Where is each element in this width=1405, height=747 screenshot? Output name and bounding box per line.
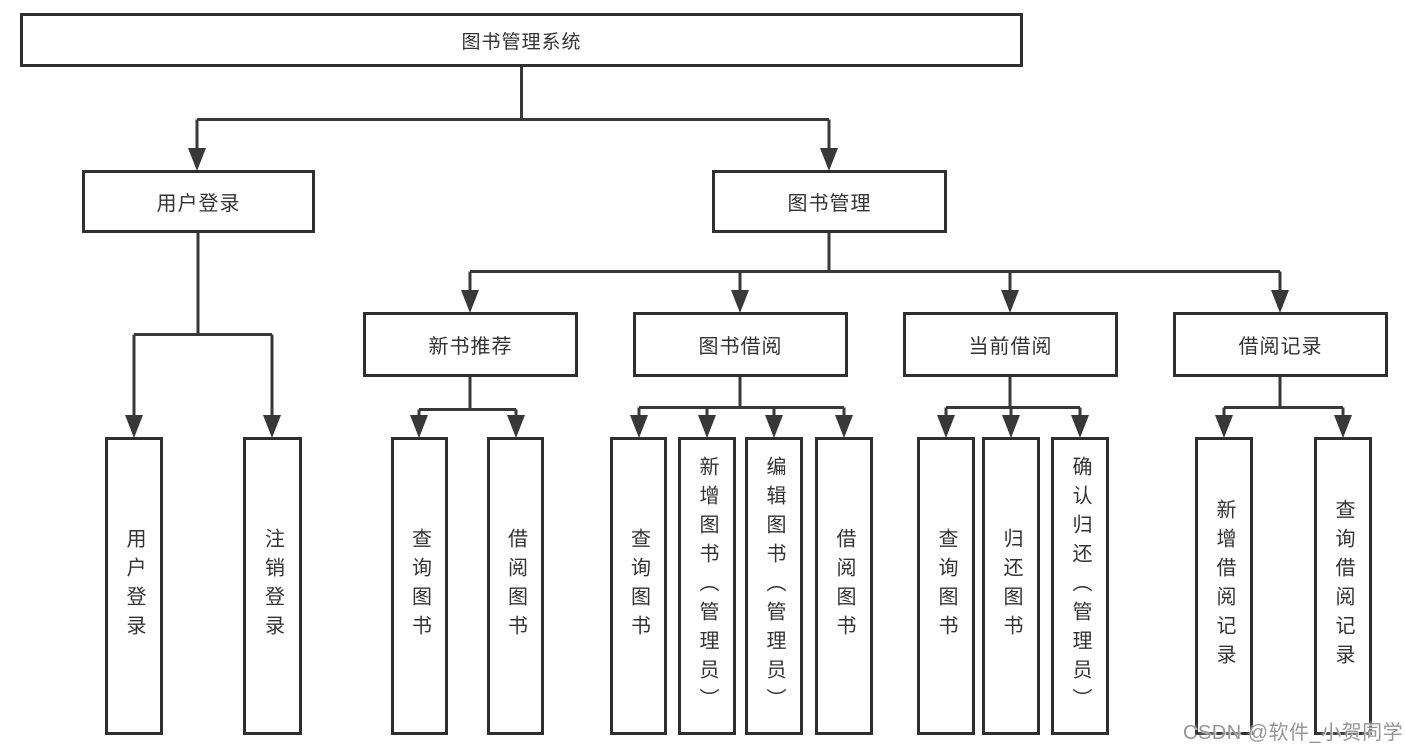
leaf-logout: 注销登录 [243,437,302,735]
leaf-label: 用户登录 [123,528,145,644]
arrowhead [820,148,838,171]
connector-book-borrow [630,377,853,438]
arrowhead [1001,290,1019,313]
node-book-management: 图书管理 [712,170,947,233]
node-label: 新书推荐 [428,336,513,358]
connector-root [188,66,838,171]
arrowhead [507,415,525,438]
connector-current-borrow [937,377,1089,438]
node-book-borrow: 图书借阅 [633,312,848,377]
node-label: 用户登录 [156,193,241,215]
connector-user-login [125,233,281,438]
node-label: 图书借阅 [698,336,783,358]
arrowhead [410,415,428,438]
arrowhead [731,290,749,313]
arrowhead [1071,415,1089,438]
node-label: 借阅记录 [1238,336,1323,358]
leaf-borrow-books-recommend: 借阅图书 [487,437,544,735]
leaf-edit-books-admin: 编辑图书（管理员） [745,437,803,735]
leaf-label: 注销登录 [261,528,284,644]
connector-borrow-records [1215,377,1352,438]
leaf-query-books-recommend: 查询图书 [391,437,448,735]
leaf-label: 借阅图书 [833,528,855,644]
arrowhead [630,415,648,438]
leaf-query-books-current: 查询图书 [917,437,975,735]
leaf-return-books: 归还图书 [982,437,1040,735]
arrowhead [835,415,853,438]
arrowhead [263,415,281,438]
leaf-label: 新增图书（管理员） [696,455,718,717]
connector-book-management [461,233,1289,313]
node-label: 图书管理系统 [461,31,582,53]
node-user-login: 用户登录 [82,170,315,233]
leaf-user-login: 用户登录 [105,437,163,735]
leaf-confirm-return-admin: 确认归还（管理员） [1051,437,1109,735]
leaf-query-borrow-record: 查询借阅记录 [1314,437,1372,735]
arrowhead [1271,290,1289,313]
arrowhead [461,290,479,313]
leaf-label: 查询借阅记录 [1332,499,1354,673]
arrowhead [937,415,955,438]
arrowhead [698,415,716,438]
leaf-label: 归还图书 [1000,528,1022,644]
leaf-label: 借阅图书 [504,528,527,644]
leaf-label: 查询图书 [408,528,431,644]
leaf-add-borrow-record: 新增借阅记录 [1195,437,1253,735]
node-label: 图书管理 [787,193,872,215]
node-borrow-records: 借阅记录 [1173,312,1388,377]
node-label: 当前借阅 [968,336,1053,358]
leaf-label: 编辑图书（管理员） [763,455,785,717]
leaf-query-books-borrow: 查询图书 [610,437,667,735]
leaf-add-books-admin: 新增图书（管理员） [678,437,736,735]
arrowhead [1334,415,1352,438]
arrowhead [188,148,206,171]
leaf-label: 确认归还（管理员） [1069,455,1091,717]
connector-new-book-recommend [410,377,525,438]
node-root: 图书管理系统 [20,13,1023,67]
arrowhead [765,415,783,438]
node-new-book-recommend: 新书推荐 [363,312,578,377]
leaf-borrow-books: 借阅图书 [815,437,873,735]
leaf-label: 新增借阅记录 [1213,499,1235,673]
leaf-label: 查询图书 [627,528,650,644]
arrowhead [1215,415,1233,438]
watermark-text: CSDN @软件_小贺同学 [1183,722,1404,744]
arrowhead [1002,415,1020,438]
arrowhead [125,415,143,438]
node-current-borrow: 当前借阅 [903,312,1118,377]
leaf-label: 查询图书 [935,528,957,644]
